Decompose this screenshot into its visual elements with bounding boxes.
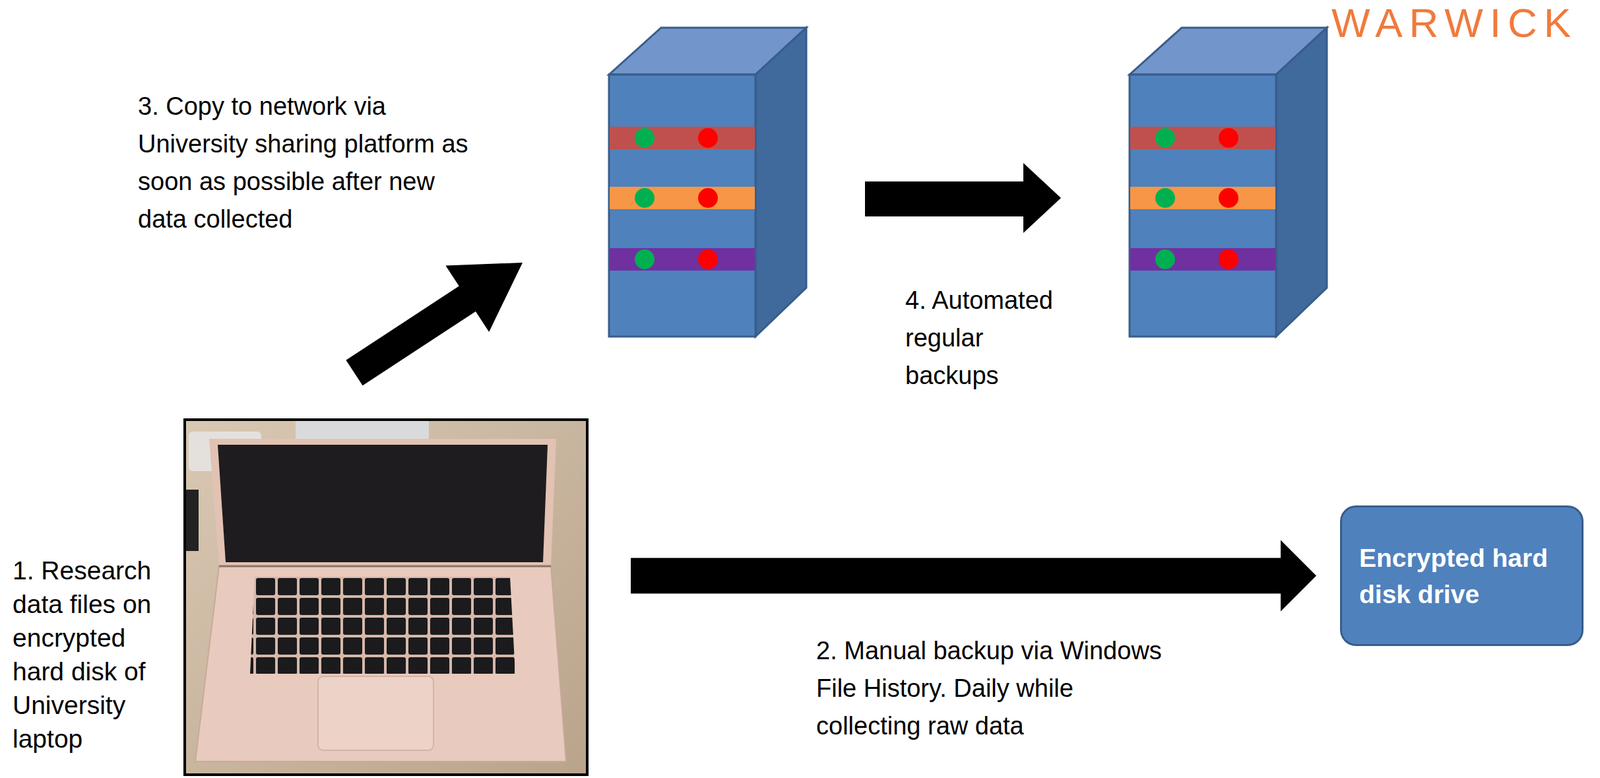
server-stripe — [609, 186, 755, 210]
server-stripe — [1130, 126, 1276, 150]
server-stripe — [1130, 186, 1276, 210]
status-dot — [698, 249, 718, 270]
laptop-lid — [209, 438, 557, 567]
cable — [185, 489, 199, 551]
laptop-photo — [183, 418, 589, 776]
status-dot — [1155, 128, 1176, 148]
step-note: 4. Automated regular backups — [905, 281, 1064, 395]
storage-box: Encrypted hard disk drive — [1340, 505, 1584, 646]
status-dot — [1155, 249, 1176, 270]
status-dot — [634, 188, 655, 208]
status-dot — [1218, 188, 1239, 208]
status-dot — [634, 249, 655, 270]
keyboard — [250, 576, 516, 674]
server-front — [608, 74, 756, 337]
node-heading: 1. Research data files on encrypted hard… — [12, 553, 175, 756]
status-dot — [1218, 249, 1239, 270]
node-label: Encrypted hard disk drive — [1359, 539, 1565, 613]
desk-surface — [183, 418, 589, 776]
status-dot — [698, 128, 718, 148]
step-note: 3. Copy to network via University sharin… — [137, 87, 480, 239]
server-icon — [608, 27, 807, 337]
server-side — [755, 27, 807, 337]
server-stripe — [609, 248, 755, 271]
status-dot — [1218, 128, 1239, 148]
block-arrow — [864, 162, 1061, 233]
server-icon — [1129, 27, 1327, 337]
laptop-base — [195, 566, 567, 762]
laptop-screen — [217, 444, 548, 563]
server-stripe — [609, 126, 755, 150]
server-front — [1129, 74, 1277, 337]
server-side — [1276, 27, 1327, 337]
status-dot — [698, 188, 718, 208]
trackpad — [318, 676, 434, 751]
status-dot — [634, 128, 655, 148]
block-arrow — [630, 540, 1317, 612]
block-arrow — [345, 262, 523, 386]
edge-label: 2. Manual backup via Windows File Histor… — [816, 632, 1176, 745]
photo-frame: 1. Research data files on encrypted hard… — [183, 418, 589, 776]
logo-text: WARWICK — [1331, 2, 1578, 44]
hinge — [219, 565, 551, 568]
server-stripe — [1130, 248, 1276, 271]
status-dot — [1155, 188, 1176, 208]
